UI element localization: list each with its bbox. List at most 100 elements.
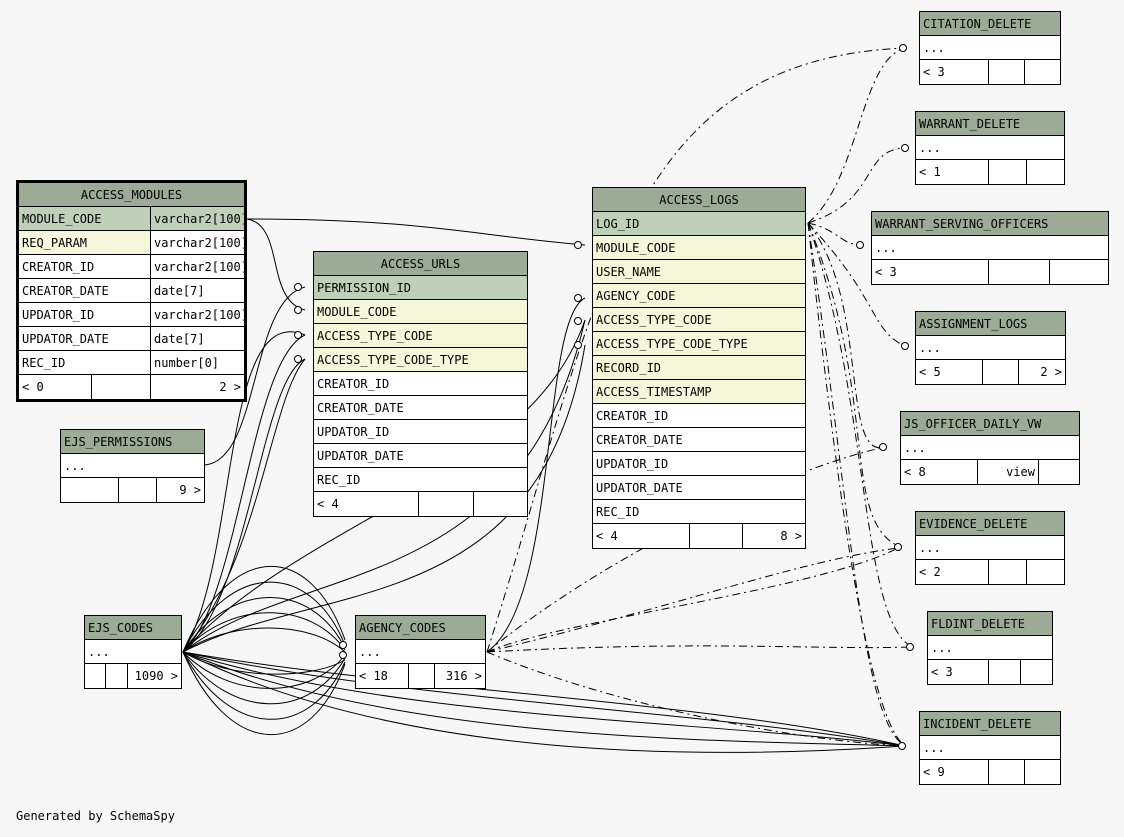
column-type: varchar2[100] (150, 303, 244, 326)
column-name: ACCESS_TYPE_CODE (317, 329, 433, 343)
table-assignment-logs[interactable]: ASSIGNMENT_LOGS ... < 5 2 > (915, 311, 1066, 385)
parents-count: < 2 (919, 565, 941, 579)
children-count (1020, 660, 1052, 684)
column-name: ACCESS_TIMESTAMP (596, 385, 712, 399)
column-name: RECORD_ID (596, 361, 662, 375)
children-count (1049, 260, 1108, 284)
edge-permissions-urls (204, 286, 306, 466)
parents-count: < 1 (919, 165, 941, 179)
column-ellipsis: ... (923, 41, 945, 55)
table-access-urls[interactable]: ACCESS_URLS PERMISSION_ID MODULE_CODE AC… (313, 251, 528, 517)
column-name: REC_ID (317, 473, 361, 487)
children-count (1024, 760, 1060, 784)
children-count: 316 > (434, 664, 485, 688)
column-ellipsis: ... (919, 541, 941, 555)
table-header: AGENCY_CODES (356, 616, 485, 640)
column-ellipsis: ... (875, 241, 897, 255)
children-count: 2 > (1018, 360, 1065, 384)
table-header: ACCESS_LOGS (593, 188, 805, 212)
table-ejs-codes[interactable]: EJS_CODES ... 1090 > (84, 615, 182, 689)
children-count: 2 > (150, 375, 244, 399)
parents-count (85, 664, 105, 688)
column-name: CREATOR_DATE (317, 401, 404, 415)
column-name: MODULE_CODE (596, 241, 676, 255)
edge-modules-logs (246, 218, 586, 246)
children-count (1026, 160, 1064, 184)
column-ellipsis: ... (919, 141, 941, 155)
children-count (1038, 460, 1079, 484)
column-ellipsis: ... (904, 441, 926, 455)
parents-count: < 9 (923, 765, 945, 779)
column-name: PERMISSION_ID (317, 281, 411, 295)
table-header: EVIDENCE_DELETE (916, 512, 1064, 536)
table-header: CITATION_DELETE (920, 12, 1060, 36)
table-incident-delete[interactable]: INCIDENT_DELETE ... < 9 (919, 711, 1061, 785)
column-name: ACCESS_TYPE_CODE_TYPE (596, 337, 748, 351)
column-type: varchar2[100] (150, 255, 244, 278)
parents-count: < 8 (904, 465, 926, 479)
view-badge: view (977, 460, 1038, 484)
column-name: ACCESS_TYPE_CODE_TYPE (317, 353, 469, 367)
table-header: EJS_CODES (85, 616, 181, 640)
table-header: JS_OFFICER_DAILY_VW (901, 412, 1079, 436)
children-count (1026, 560, 1064, 584)
table-header: EJS_PERMISSIONS (61, 430, 204, 454)
column-name: LOG_ID (596, 217, 640, 231)
column-ellipsis: ... (64, 459, 86, 473)
column-name: MODULE_CODE (317, 305, 397, 319)
column-name: UPDATOR_DATE (317, 449, 404, 463)
generated-by-credit: Generated by SchemaSpy (16, 809, 175, 823)
children-count: 1090 > (127, 664, 181, 688)
parents-count: < 3 (923, 65, 945, 79)
column-type: varchar2[100] (150, 207, 244, 230)
column-name: UPDATOR_ID (317, 425, 390, 439)
table-header: ACCESS_URLS (314, 252, 527, 276)
column-name: UPDATOR_ID (22, 308, 95, 322)
column-name: ACCESS_TYPE_CODE (596, 313, 712, 327)
children-count: 9 > (156, 478, 204, 502)
column-ellipsis: ... (923, 741, 945, 755)
parents-count: < 3 (931, 665, 953, 679)
table-header: ASSIGNMENT_LOGS (916, 312, 1065, 336)
column-ellipsis: ... (919, 341, 941, 355)
column-type: varchar2[100] (150, 231, 244, 254)
column-name: CREATOR_ID (317, 377, 390, 391)
column-name: UPDATOR_DATE (22, 332, 109, 346)
table-header: WARRANT_DELETE (916, 112, 1064, 136)
parents-count: < 0 (22, 380, 44, 394)
column-name: UPDATOR_ID (596, 457, 669, 471)
table-header: INCIDENT_DELETE (920, 712, 1060, 736)
parents-count: < 5 (919, 365, 941, 379)
table-ejs-permissions[interactable]: EJS_PERMISSIONS ... 9 > (60, 429, 205, 503)
table-access-logs[interactable]: ACCESS_LOGS LOG_ID MODULE_CODE USER_NAME… (592, 187, 806, 549)
table-warrant-delete[interactable]: WARRANT_DELETE ... < 1 (915, 111, 1065, 185)
column-ellipsis: ... (359, 645, 381, 659)
table-js-officer-daily-vw[interactable]: JS_OFFICER_DAILY_VW ... < 8 view (900, 411, 1080, 485)
column-name: UPDATOR_DATE (596, 481, 683, 495)
column-name: CREATOR_ID (596, 409, 669, 423)
edge-modules-urls (246, 218, 306, 311)
table-header: FLDINT_DELETE (928, 612, 1052, 636)
children-count (1024, 60, 1060, 84)
children-count: 8 > (742, 524, 805, 548)
parents-count: < 4 (596, 529, 618, 543)
parents-count: < 3 (875, 265, 897, 279)
column-ellipsis: ... (931, 641, 953, 655)
column-name: USER_NAME (596, 265, 662, 279)
column-name: CREATOR_ID (22, 260, 95, 274)
column-type: date[7] (150, 327, 244, 350)
column-name: CREATOR_DATE (596, 433, 683, 447)
table-fldint-delete[interactable]: FLDINT_DELETE ... < 3 (927, 611, 1053, 685)
table-evidence-delete[interactable]: EVIDENCE_DELETE ... < 2 (915, 511, 1065, 585)
column-name: AGENCY_CODE (596, 289, 676, 303)
column-name: REC_ID (596, 505, 640, 519)
table-warrant-serving-officers[interactable]: WARRANT_SERVING_OFFICERS ... < 3 (871, 211, 1109, 285)
column-type: date[7] (150, 279, 244, 302)
table-header: WARRANT_SERVING_OFFICERS (872, 212, 1108, 236)
table-header: ACCESS_MODULES (19, 183, 244, 207)
column-name: MODULE_CODE (22, 212, 102, 226)
table-citation-delete[interactable]: CITATION_DELETE ... < 3 (919, 11, 1061, 85)
